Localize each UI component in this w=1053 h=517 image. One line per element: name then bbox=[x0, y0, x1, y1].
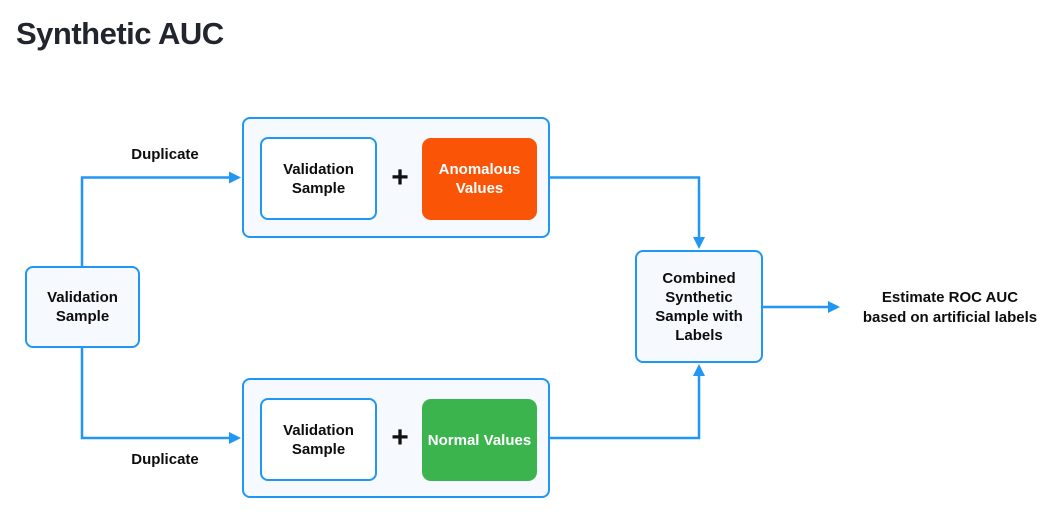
node-validation-sample-top-label: Validation Sample bbox=[283, 160, 354, 197]
node-validation-sample-left: Validation Sample bbox=[25, 266, 140, 348]
node-validation-sample-top: Validation Sample bbox=[260, 137, 377, 220]
node-normal-values: Normal Values bbox=[422, 399, 537, 481]
node-anomalous-values-label: Anomalous Values bbox=[438, 161, 521, 197]
edge-label-duplicate-bottom: Duplicate bbox=[131, 451, 199, 468]
edge-label-duplicate-top: Duplicate bbox=[131, 146, 199, 163]
result-annotation: Estimate ROC AUC based on artificial lab… bbox=[845, 288, 1053, 328]
group-anomalous: Validation Sample + Anomalous Values bbox=[242, 117, 550, 238]
edge-duplicate-top-line bbox=[80, 171, 241, 266]
node-validation-sample-bottom: Validation Sample bbox=[260, 398, 377, 481]
edge-duplicate-bottom-line bbox=[80, 348, 241, 444]
node-normal-values-label: Normal Values bbox=[427, 431, 532, 449]
group-normal: Validation Sample + Normal Values bbox=[242, 378, 550, 498]
edge-bottomgroup-to-combined bbox=[550, 364, 705, 440]
node-anomalous-values: Anomalous Values bbox=[422, 138, 537, 220]
plus-operator-top: + bbox=[391, 160, 409, 194]
node-combined-synthetic-sample: Combined Synthetic Sample with Labels bbox=[635, 250, 763, 363]
node-combined-synthetic-sample-label: Combined Synthetic Sample with Labels bbox=[655, 269, 743, 344]
plus-operator-bottom: + bbox=[391, 421, 409, 454]
node-validation-sample-left-label: Validation Sample bbox=[47, 289, 118, 325]
edge-topgroup-to-combined bbox=[550, 176, 705, 249]
node-validation-sample-bottom-label: Validation Sample bbox=[283, 421, 354, 458]
result-annotation-line2: based on artificial labels bbox=[862, 309, 1038, 326]
page-title: Synthetic AUC bbox=[16, 16, 224, 51]
result-annotation-line1: Estimate ROC AUC bbox=[881, 289, 1019, 306]
